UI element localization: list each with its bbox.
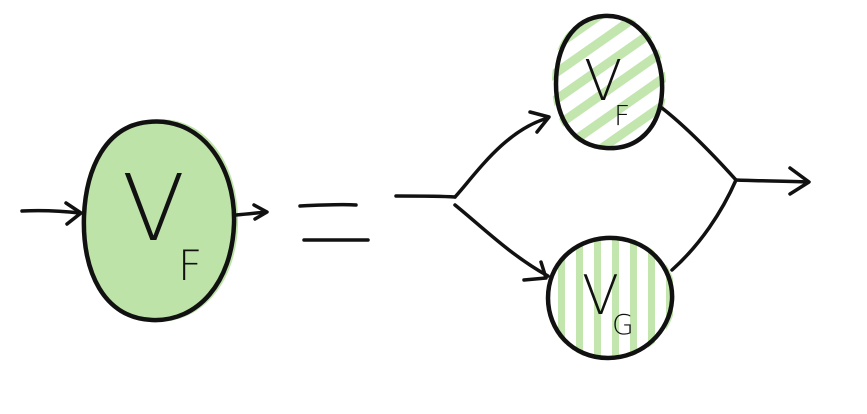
node-vf-left: V F [81,119,239,323]
node-vg-bottom-right-sub-label: G [612,308,634,341]
node-vf-top-right-main-label: V [584,49,622,114]
split-lines [394,116,550,278]
node-vf-top-right-outline [553,13,665,151]
node-vf-left-outline [81,119,237,323]
node-vf-top-right: V F [552,13,667,151]
node-vg-bottom-right-outline [545,235,675,361]
node-vg-bottom-right-main-label: V [582,264,619,327]
node-vg-bottom-right: V G [545,235,677,361]
input-arrow-left [20,201,83,226]
merge-lines [660,106,810,272]
arrow-to-top-node [528,110,551,134]
node-vf-top-right-sub-label: F [614,99,630,132]
node-vf-left-fill [81,119,239,323]
node-vf-left-sub-label: F [178,241,202,290]
node-vf-left-main-label: V [122,155,185,262]
output-arrow-left [234,203,269,221]
node-vg-bottom-right-fill [546,235,677,360]
node-vf-top-right-fill [552,13,667,151]
equals-sign [298,202,370,242]
arrow-to-bottom-node [522,260,548,282]
output-arrowhead-right [788,166,811,196]
